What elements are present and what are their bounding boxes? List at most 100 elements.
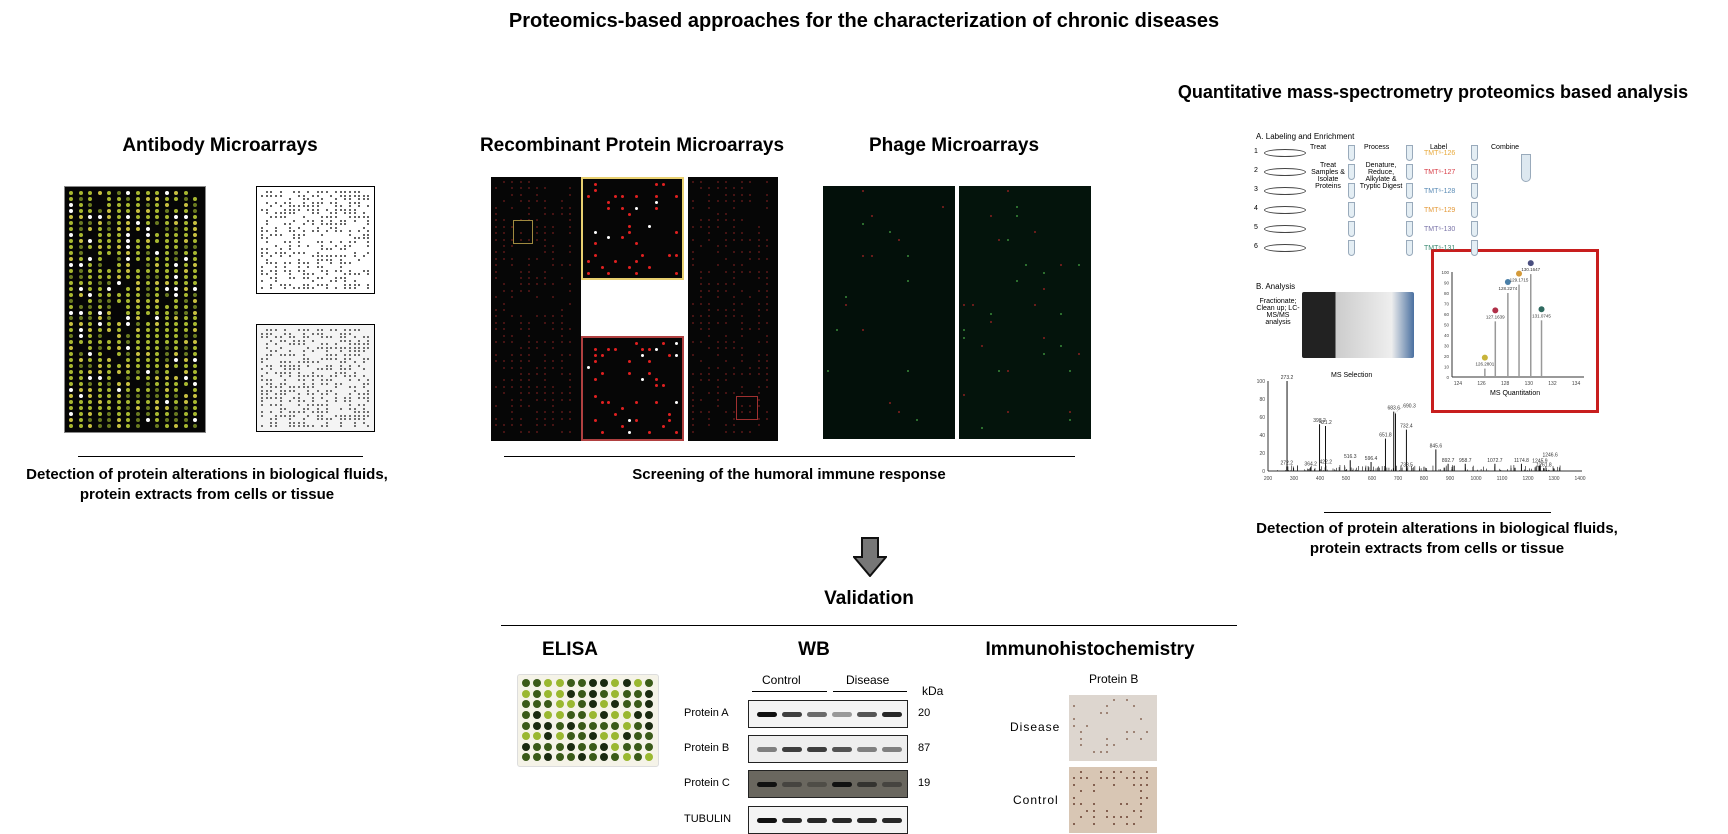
array-spot xyxy=(339,414,342,417)
sample-number: 3 xyxy=(1254,186,1258,193)
array-spot xyxy=(1079,790,1082,793)
array-spot xyxy=(348,198,351,201)
array-spot xyxy=(107,232,112,237)
array-spot xyxy=(358,283,361,286)
array-spot xyxy=(362,216,365,218)
array-spot xyxy=(765,289,768,292)
array-spot xyxy=(335,212,337,215)
array-spot xyxy=(302,350,305,353)
array-spot xyxy=(116,400,121,405)
array-spot xyxy=(164,328,169,333)
array-spot xyxy=(741,315,744,318)
array-spot xyxy=(330,216,333,218)
array-spot xyxy=(97,358,102,363)
y-tick-label: 100 xyxy=(1441,270,1449,275)
array-spot xyxy=(88,364,93,369)
array-spot xyxy=(78,238,83,243)
antibody-microarray-image xyxy=(64,186,206,433)
array-spot xyxy=(519,417,522,420)
array-spot xyxy=(145,346,150,351)
array-spot xyxy=(358,194,361,197)
array-spot xyxy=(69,256,73,261)
array-spot xyxy=(88,316,93,321)
array-spot xyxy=(293,389,296,392)
array-spot xyxy=(757,289,760,292)
array-spot xyxy=(164,274,169,279)
array-spot xyxy=(302,332,305,335)
array-spot xyxy=(611,689,620,698)
array-spot xyxy=(552,417,555,420)
elisa-heading: ELISA xyxy=(542,639,598,660)
array-spot xyxy=(265,212,268,215)
array-spot xyxy=(552,360,555,363)
array-spot xyxy=(749,257,752,260)
array-spot xyxy=(116,238,121,243)
array-spot xyxy=(1126,822,1129,825)
array-spot xyxy=(1139,809,1142,812)
array-spot xyxy=(164,244,169,249)
array-spot xyxy=(116,262,121,267)
array-spot xyxy=(298,208,300,211)
array-spot xyxy=(716,264,719,267)
array-spot xyxy=(1060,312,1063,315)
array-spot xyxy=(708,270,711,273)
array-spot xyxy=(288,198,291,201)
array-spot xyxy=(183,328,188,333)
array-spot xyxy=(1042,337,1045,339)
array-spot xyxy=(126,418,131,423)
array-spot xyxy=(307,262,310,265)
wb-band xyxy=(807,782,827,787)
array-spot xyxy=(311,201,314,204)
array-spot xyxy=(589,700,597,709)
array-spot xyxy=(164,394,169,399)
array-spot xyxy=(1106,705,1109,708)
sample-number: 6 xyxy=(1254,243,1258,250)
peak-label: 651.8 xyxy=(1379,433,1392,439)
array-spot xyxy=(78,376,83,381)
array-spot xyxy=(353,354,356,356)
array-spot xyxy=(495,315,497,318)
array-spot xyxy=(708,283,711,286)
array-spot xyxy=(88,394,93,399)
array-spot xyxy=(116,298,121,303)
array-spot xyxy=(544,283,547,286)
reporter-ion-marker xyxy=(1527,260,1534,267)
array-spot xyxy=(692,385,694,388)
array-spot xyxy=(183,406,188,411)
array-spot xyxy=(724,232,727,235)
tmt-label: TMT⁶-128 xyxy=(1424,188,1456,195)
array-spot xyxy=(298,371,300,374)
ms-selection-label: MS Selection xyxy=(1331,372,1373,379)
array-spot xyxy=(741,385,744,388)
array-spot xyxy=(126,244,131,249)
array-spot xyxy=(942,206,945,209)
array-spot xyxy=(136,208,140,213)
array-spot xyxy=(316,191,319,193)
array-spot xyxy=(69,268,73,273)
array-spot xyxy=(126,196,131,201)
array-spot xyxy=(700,379,703,382)
ihc-control-image xyxy=(1069,767,1157,833)
array-spot xyxy=(560,360,563,363)
array-spot xyxy=(164,418,169,423)
array-spot xyxy=(279,361,282,364)
wb-row-label: Protein B xyxy=(684,742,730,754)
array-spot xyxy=(274,386,277,389)
sample-number: 2 xyxy=(1254,167,1258,174)
array-spot xyxy=(527,405,530,407)
array-spot xyxy=(311,223,314,226)
petri-dish-icon xyxy=(1264,206,1306,214)
petri-dish-icon xyxy=(1264,244,1306,252)
array-spot xyxy=(765,360,768,363)
array-spot xyxy=(511,206,514,209)
array-spot xyxy=(733,219,735,222)
array-spot xyxy=(622,700,631,709)
array-spot xyxy=(348,230,351,233)
array-spot xyxy=(741,232,744,235)
array-spot xyxy=(145,406,150,411)
array-spot xyxy=(339,368,342,371)
array-spot xyxy=(69,376,73,381)
array-spot xyxy=(325,273,328,276)
array-spot xyxy=(362,368,365,371)
array-spot xyxy=(298,364,300,367)
